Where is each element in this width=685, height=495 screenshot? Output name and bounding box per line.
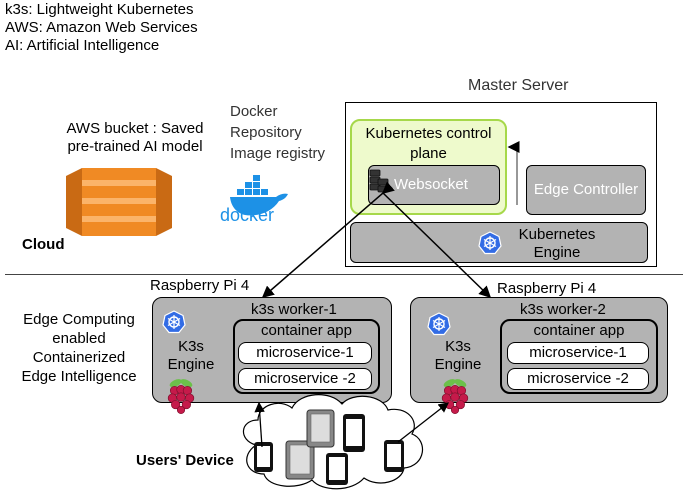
master-server-title: Master Server <box>468 77 569 94</box>
device-pi1-arrow <box>254 401 265 448</box>
kubernetes-engine-label-1: Kubernetes <box>518 226 596 243</box>
edge-label-3: Containerized <box>32 349 126 366</box>
websocket-label: Websocket <box>394 176 468 193</box>
legend-ai: AI: Artificial Intelligence <box>5 37 160 54</box>
pi2-title: Raspberry Pi 4 <box>497 280 597 297</box>
smartphone-icon <box>326 453 348 485</box>
pi2-container-box <box>500 319 658 394</box>
pi1-engine-label-1: K3s <box>178 338 204 355</box>
legend-k3s: k3s: Lightweight Kubernetes <box>5 1 194 18</box>
pi2-container-label: container app <box>533 322 625 339</box>
kubernetes-icon <box>478 231 502 255</box>
raspberry-pi-icon <box>441 377 469 415</box>
pi1-microservice-1: microservice-1 <box>238 342 372 364</box>
device-pi2-arrow <box>397 402 450 443</box>
kubernetes-icon <box>427 312 451 336</box>
pi2-engine-label-1: K3s <box>445 338 471 355</box>
edge-label-2: enabled <box>52 330 106 347</box>
kubernetes-icon <box>162 310 186 334</box>
edge-controller-label: Edge Controller <box>533 181 639 198</box>
edge-controller-box <box>526 165 646 215</box>
smartphone-icon <box>384 440 404 472</box>
pi1-engine-label-2: Engine <box>167 356 215 373</box>
smartphone-icon <box>343 414 365 452</box>
docker-repo-label-3: Image registry <box>230 145 326 162</box>
aws-bucket-label-2: pre-trained AI model <box>67 138 203 155</box>
tablet-icon <box>306 409 335 448</box>
pi2-worker-label: k3s worker-2 <box>520 301 606 318</box>
pi1-title: Raspberry Pi 4 <box>150 277 250 294</box>
pi1-worker-label: k3s worker-1 <box>251 301 337 318</box>
websocket-pi1-arrow <box>261 181 395 298</box>
edge-label-4: Edge Intelligence <box>21 368 137 385</box>
websocket-pi2-arrow <box>382 192 492 299</box>
edge-controller-connector <box>507 141 520 205</box>
pi1-microservice-2: microservice -2 <box>238 368 372 390</box>
aws-bucket-label-1: AWS bucket : Saved <box>66 120 204 137</box>
pi2-microservice-2: microservice -2 <box>507 368 649 390</box>
pi2-engine-label-2: Engine <box>434 356 482 373</box>
docker-logo-text: docker <box>220 205 275 225</box>
tablet-icon <box>285 440 315 480</box>
pi1-container-label: container app <box>261 322 352 339</box>
pi1-container-box <box>233 319 380 394</box>
control-plane-label-2: plane <box>410 145 447 162</box>
control-plane-label-1: Kubernetes control <box>365 125 492 142</box>
kubernetes-engine-label-2: Engine <box>533 244 581 261</box>
cloud-label: Cloud <box>22 236 65 253</box>
raspberry-pi-icon <box>167 377 195 415</box>
pi2-microservice-1: microservice-1 <box>507 342 649 364</box>
docker-repo-label-1: Docker <box>230 103 278 120</box>
edge-label-1: Edge Computing <box>23 311 135 328</box>
docker-repo-label-2: Repository <box>230 124 302 141</box>
smartphone-icon <box>254 442 273 472</box>
users-device-label: Users' Device <box>136 452 234 469</box>
legend-aws: AWS: Amazon Web Services <box>5 19 198 36</box>
